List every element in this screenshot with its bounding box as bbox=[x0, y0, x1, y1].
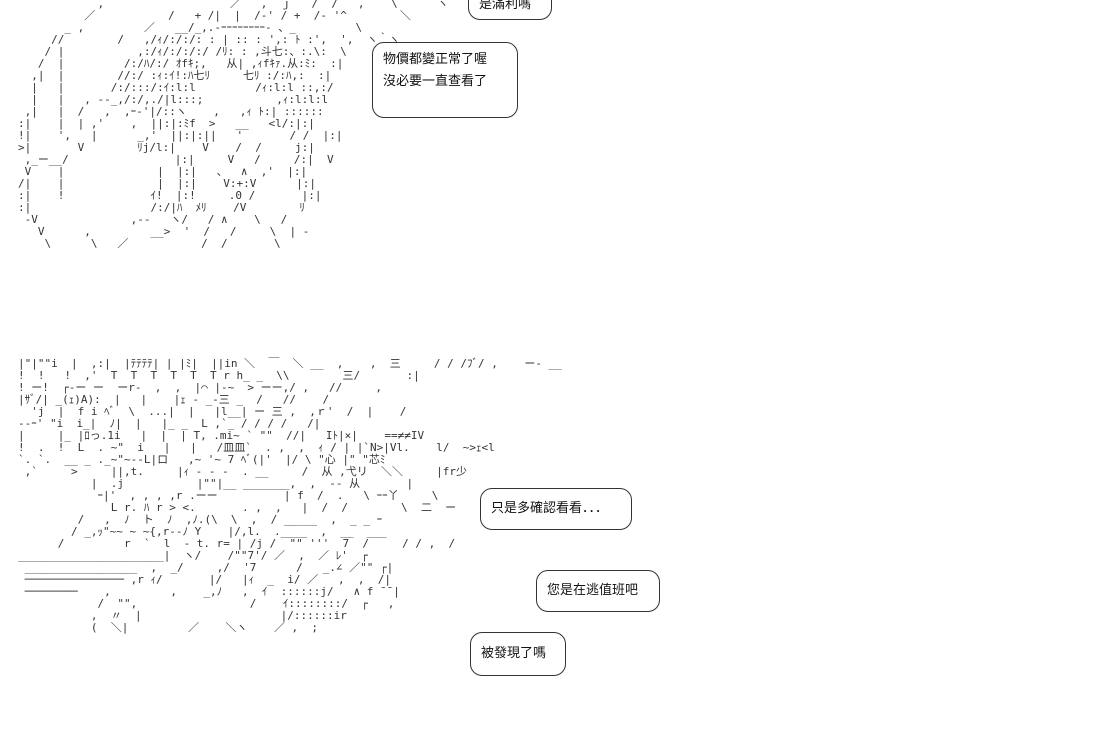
bubble-text: 只是多確認看看．．． bbox=[491, 501, 609, 516]
bubble-text-line1: 物價都變正常了喔 bbox=[383, 52, 488, 67]
speech-bubble-price: 物價都變正常了喔 沒必要一直查看了 bbox=[372, 42, 518, 118]
bubble-text: 是滿利嗎 bbox=[479, 0, 532, 12]
ascii-art-bottom: |"|""i | ,:| |ﾃﾃﾃﾃ| | |ﾐ| ||in ＼ ￣ ＼ __ … bbox=[18, 357, 562, 634]
bubble-text: 您是在逃值班吧 bbox=[547, 583, 639, 598]
speech-bubble-found: 被發現了嗎 bbox=[470, 632, 566, 676]
bubble-text: 被發現了嗎 bbox=[481, 646, 547, 661]
speech-bubble-escape: 您是在逃值班吧 bbox=[536, 570, 660, 612]
speech-bubble-top-partial: 是滿利嗎 bbox=[468, 0, 552, 20]
bubble-text-line2: 沒必要一直查看了 bbox=[383, 74, 488, 89]
speech-bubble-check: 只是多確認看看．．． bbox=[480, 488, 632, 530]
ascii-art-top: , ／ , ｊ / / , \ ヽ ／ / + /| | /-' / + /- … bbox=[18, 0, 449, 250]
